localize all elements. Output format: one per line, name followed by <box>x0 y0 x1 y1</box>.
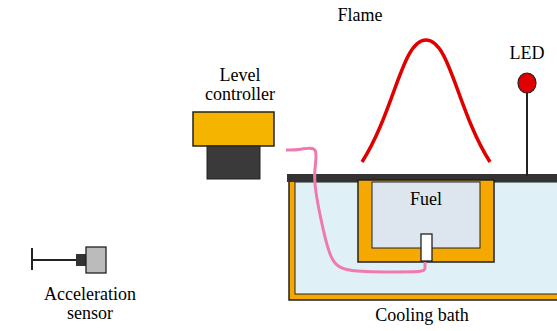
cooling-bath: Cooling bath Fuel <box>287 174 557 331</box>
level-controller: Level controller <box>190 66 290 180</box>
fuel-cup <box>358 180 494 262</box>
acceleration-sensor <box>86 247 106 273</box>
part-label: Acceleration sensor <box>25 285 155 323</box>
controller-head <box>193 112 274 146</box>
node-label: Cooling bath <box>375 306 469 325</box>
node-label: Level controller <box>190 66 290 104</box>
fuel-inlet <box>421 234 432 261</box>
part-label: LED <box>502 44 552 63</box>
sensor-plug <box>76 254 86 266</box>
node-label: Fuel <box>410 190 442 209</box>
flame-curve <box>362 40 490 162</box>
led-symbol <box>518 73 536 93</box>
sensor-cable <box>32 259 78 261</box>
controller-body <box>207 146 260 179</box>
led-stem <box>526 90 528 176</box>
part-label: Flame <box>320 6 400 25</box>
fuel-cup: Fuel <box>358 180 494 262</box>
bath-water <box>295 182 557 294</box>
fuel-tube <box>286 148 425 272</box>
